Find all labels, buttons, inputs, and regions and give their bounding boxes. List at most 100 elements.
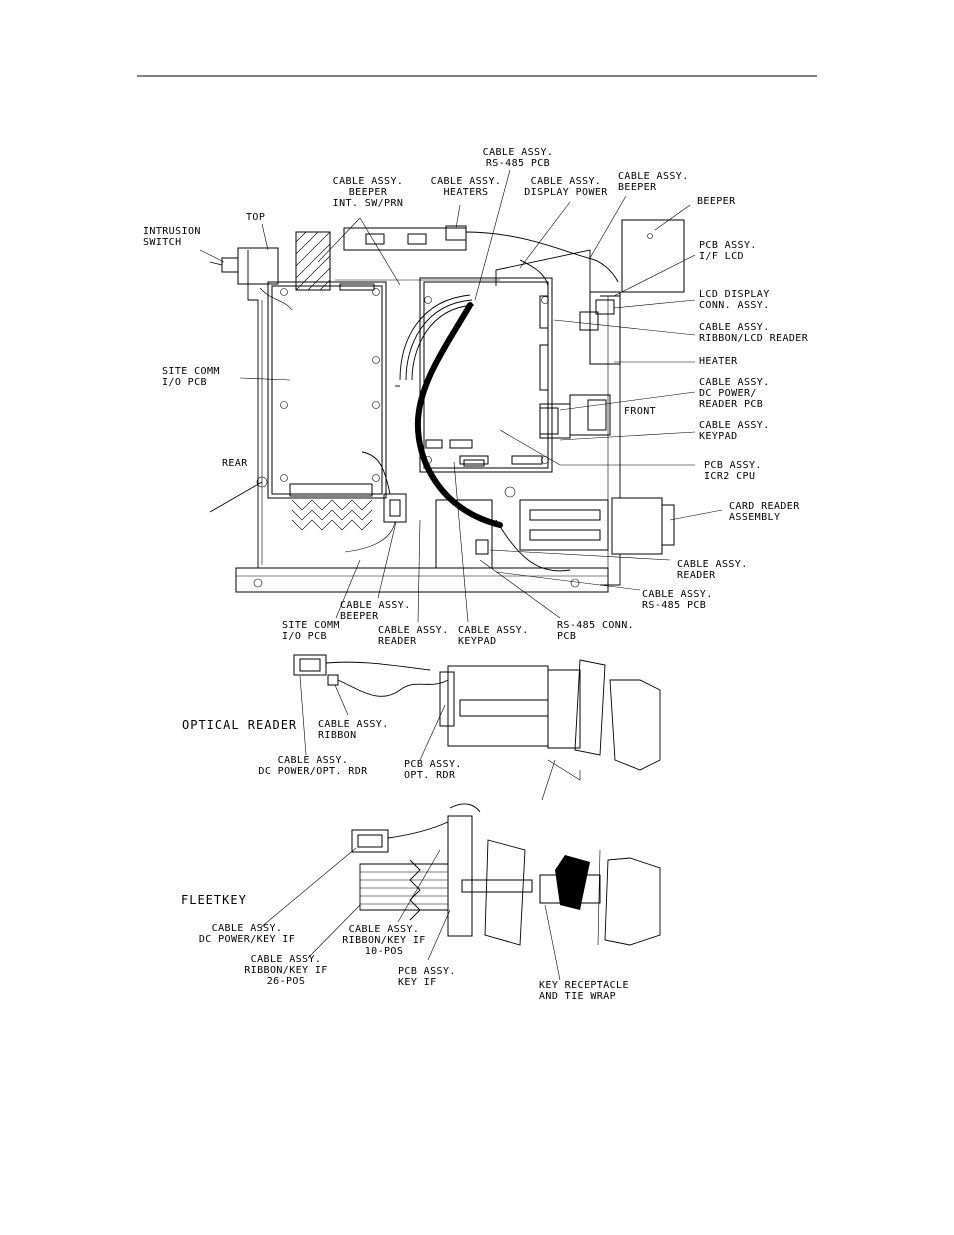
label-line: 10-POS bbox=[365, 946, 404, 957]
label-line: RIBBON bbox=[318, 730, 357, 741]
label-line: RIBBON/KEY IF bbox=[244, 965, 327, 976]
label-line: DISPLAY POWER bbox=[524, 187, 608, 198]
label-line: READER PCB bbox=[699, 399, 763, 410]
label-line: READER bbox=[378, 636, 417, 647]
label-line: PCB ASSY. bbox=[699, 240, 757, 251]
leader-lines-optical bbox=[299, 675, 446, 761]
leader-lines-fleetkey bbox=[259, 847, 561, 981]
label-line: KEYPAD bbox=[699, 431, 738, 442]
label-line: SITE COMM bbox=[282, 620, 340, 631]
label-heater: HEATER bbox=[699, 356, 738, 367]
label-line: PCB bbox=[557, 631, 576, 642]
label-line: ICR2 CPU bbox=[704, 471, 755, 482]
label-line: RS-485 CONN. bbox=[557, 620, 634, 631]
label-line: OPT. RDR bbox=[404, 770, 456, 781]
label-line: CABLE ASSY. bbox=[618, 171, 689, 182]
label-pcb-key-if: PCB ASSY.KEY IF bbox=[398, 966, 456, 988]
label-optical-reader: OPTICAL READER bbox=[182, 718, 297, 732]
label-pcb-if-lcd: PCB ASSY.I/F LCD bbox=[699, 240, 757, 262]
label-line: DC POWER/ bbox=[699, 388, 757, 399]
label-line: REAR bbox=[222, 458, 248, 469]
label-line: FRONT bbox=[624, 406, 656, 417]
label-beeper: BEEPER bbox=[697, 196, 736, 207]
label-line: CABLE ASSY. bbox=[699, 377, 770, 388]
label-cable-reader-right: CABLE ASSY.READER bbox=[677, 559, 748, 581]
label-rear: REAR bbox=[222, 458, 248, 469]
label-line: READER bbox=[677, 570, 716, 581]
label-rs485-conn-pcb: RS-485 CONN.PCB bbox=[557, 620, 634, 642]
label-line: INT. SW/PRN bbox=[333, 198, 404, 209]
label-line: I/F LCD bbox=[699, 251, 744, 262]
label-line: PCB ASSY. bbox=[404, 759, 462, 770]
label-line: AND TIE WRAP bbox=[539, 991, 616, 1002]
label-cable-keypad-bottom: CABLE ASSY.KEYPAD bbox=[458, 625, 529, 647]
label-line: TOP bbox=[246, 212, 265, 223]
label-line: DC POWER/KEY IF bbox=[199, 934, 295, 945]
label-line: CABLE ASSY. bbox=[431, 176, 502, 187]
label-cable-rs485-pcb-top: CABLE ASSY.RS-485 PCB bbox=[483, 147, 554, 169]
label-line: RS-485 PCB bbox=[642, 600, 706, 611]
label-cable-dc-power-opt-rdr: CABLE ASSY.DC POWER/OPT. RDR bbox=[258, 755, 368, 777]
label-front: FRONT bbox=[624, 406, 656, 417]
label-line: INTRUSION bbox=[143, 226, 201, 237]
label-cable-rs485-pcb-bottom: CABLE ASSY.RS-485 PCB bbox=[642, 589, 713, 611]
label-line: CABLE ASSY. bbox=[642, 589, 713, 600]
label-line: CABLE ASSY. bbox=[458, 625, 529, 636]
label-line: DC POWER/OPT. RDR bbox=[258, 766, 368, 777]
label-cable-keypad-right: CABLE ASSY.KEYPAD bbox=[699, 420, 770, 442]
label-cable-ribbon-lcd-reader: CABLE ASSY.RIBBON/LCD READER bbox=[699, 322, 809, 344]
label-cable-dc-power-reader: CABLE ASSY.DC POWER/READER PCB bbox=[699, 377, 770, 410]
label-line: ASSEMBLY bbox=[729, 512, 780, 523]
label-line: CABLE ASSY. bbox=[531, 176, 602, 187]
label-fleetkey: FLEETKEY bbox=[181, 893, 247, 907]
label-cable-beeper-bottom: CABLE ASSY.BEEPER bbox=[340, 600, 411, 622]
main-housing-drawing bbox=[209, 219, 685, 593]
label-line: CONN. ASSY. bbox=[699, 300, 770, 311]
label-line: I/O PCB bbox=[282, 631, 327, 642]
label-cable-display-power: CABLE ASSY.DISPLAY POWER bbox=[524, 176, 608, 198]
label-line: PCB ASSY. bbox=[398, 966, 456, 977]
label-line: RS-485 PCB bbox=[486, 158, 550, 169]
fleetkey-ribbon bbox=[359, 859, 463, 921]
label-line: PCB ASSY. bbox=[704, 460, 762, 471]
label-line: CABLE ASSY. bbox=[378, 625, 449, 636]
label-line: CABLE ASSY. bbox=[333, 176, 404, 187]
fleetkey-drawing bbox=[351, 803, 661, 946]
label-line: SWITCH bbox=[143, 237, 182, 248]
label-cable-ribbon: CABLE ASSY.RIBBON bbox=[318, 719, 389, 741]
leader-lines-main bbox=[199, 169, 723, 623]
label-line: BEEPER bbox=[340, 611, 379, 622]
label-pcb-opt-rdr: PCB ASSY.OPT. RDR bbox=[404, 759, 462, 781]
label-line: BEEPER bbox=[697, 196, 736, 207]
label-cable-heaters: CABLE ASSY.HEATERS bbox=[431, 176, 502, 198]
label-cable-reader-bottom: CABLE ASSY.READER bbox=[378, 625, 449, 647]
label-line: CARD READER bbox=[729, 501, 800, 512]
label-line: CABLE ASSY. bbox=[699, 322, 770, 333]
label-line: I/O PCB bbox=[162, 377, 207, 388]
label-line: KEYPAD bbox=[458, 636, 497, 647]
label-line: KEY RECEPTACLE bbox=[539, 980, 629, 991]
label-top: TOP bbox=[246, 212, 265, 223]
optical-reader-drawing bbox=[293, 654, 661, 801]
label-line: CABLE ASSY. bbox=[699, 420, 770, 431]
hatch-top bbox=[295, 231, 331, 291]
label-line: RIBBON/KEY IF bbox=[342, 935, 425, 946]
label-cable-beeper-top: CABLE ASSY.BEEPER bbox=[618, 171, 689, 193]
label-line: CABLE ASSY. bbox=[251, 954, 322, 965]
label-line: RIBBON/LCD READER bbox=[699, 333, 809, 344]
label-line: SITE COMM bbox=[162, 366, 220, 377]
label-line: 26-POS bbox=[267, 976, 306, 987]
label-line: CABLE ASSY. bbox=[677, 559, 748, 570]
label-cable-dc-power-key-if: CABLE ASSY.DC POWER/KEY IF bbox=[199, 923, 295, 945]
label-line: CABLE ASSY. bbox=[318, 719, 389, 730]
